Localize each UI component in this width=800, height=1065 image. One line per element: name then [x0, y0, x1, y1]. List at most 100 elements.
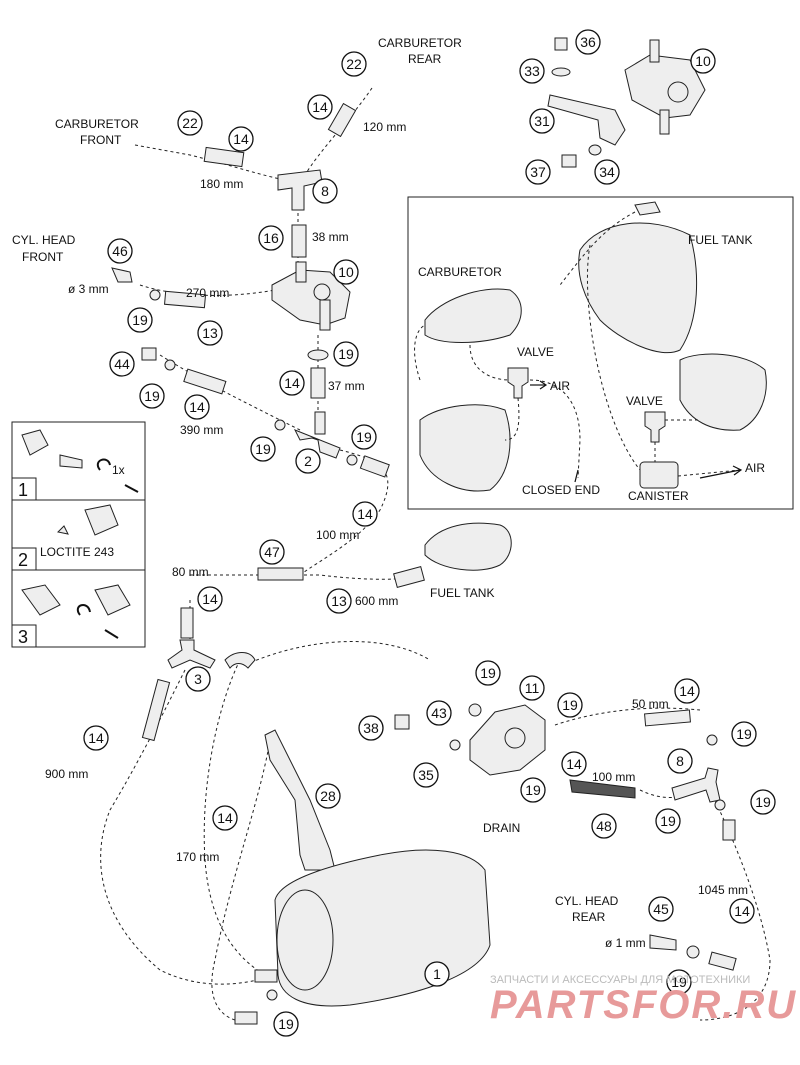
svg-text:38: 38: [363, 720, 379, 736]
valve-port: [504, 727, 526, 749]
loctite-label: LOCTITE 243: [40, 545, 114, 559]
watermark-tagline: ЗАПЧАСТИ И АКСЕССУАРЫ ДЛЯ МОТОТЕХНИКИ: [490, 974, 750, 986]
callout: 14: [729, 898, 755, 924]
callout: 13: [326, 588, 352, 614]
callout: 3: [185, 666, 211, 692]
bolt-icon: [554, 37, 568, 51]
callout: 35: [413, 762, 439, 788]
svg-text:14: 14: [566, 756, 582, 772]
washer-icon: [449, 739, 461, 751]
clamp-icon: [164, 359, 176, 371]
clamp-icon: [149, 289, 161, 301]
length-label: 120 mm: [363, 120, 406, 134]
clamp-icon: [468, 703, 482, 717]
loctite-drop-icon: [56, 525, 69, 535]
callout: 11: [519, 675, 545, 701]
callout: 44: [109, 351, 135, 377]
callout: 14: [352, 501, 378, 527]
callout: 22: [177, 110, 203, 136]
callouts: 22 14 22 14 8 16 46 10 19 13 19 44 14 19…: [83, 29, 776, 1037]
plug-icon: [141, 347, 157, 361]
callout: 31: [529, 108, 555, 134]
svg-text:28: 28: [320, 788, 336, 804]
callout: 33: [519, 58, 545, 84]
hose-segment: [327, 102, 357, 138]
svg-text:19: 19: [144, 388, 160, 404]
housing-icon: [94, 584, 131, 616]
arrow-icon: [124, 484, 139, 493]
svg-text:14: 14: [734, 903, 750, 919]
fuel-tank-icon: [424, 522, 512, 571]
callout: 46: [107, 238, 133, 264]
tank-cap-icon: [634, 201, 661, 216]
svg-text:19: 19: [338, 346, 354, 362]
clamp-icon: [714, 799, 726, 811]
callout: 19: [333, 341, 359, 367]
hose-segment: [180, 607, 194, 639]
cyl-head-front-label-line2: FRONT: [22, 250, 64, 264]
clamp-icon: [706, 734, 718, 746]
arrow-head-icon: [732, 465, 743, 476]
arrow-icon: [699, 469, 741, 479]
svg-text:22: 22: [182, 115, 198, 131]
callout: 19: [475, 660, 501, 686]
carburetor-front-label-line2: FRONT: [80, 133, 122, 147]
callout: 14: [307, 94, 333, 120]
rotate-icon: [96, 458, 111, 471]
length-label: 38 mm: [312, 230, 349, 244]
clamp-icon: [307, 349, 329, 361]
length-label: 390 mm: [180, 423, 223, 437]
callout: 45: [648, 896, 674, 922]
callout: 19: [655, 808, 681, 834]
arrow-icon: [574, 469, 579, 483]
svg-text:19: 19: [671, 974, 687, 990]
fuel-tank-label: FUEL TANK: [430, 586, 494, 600]
svg-text:46: 46: [112, 243, 128, 259]
callout: 19: [127, 307, 153, 333]
svg-text:47: 47: [264, 544, 280, 560]
callout: 14: [674, 678, 700, 704]
valve-port: [313, 283, 331, 301]
valve-stem: [649, 39, 660, 63]
svg-text:1: 1: [433, 966, 441, 982]
svg-text:14: 14: [679, 683, 695, 699]
callout: 8: [312, 178, 338, 204]
valve-stem: [319, 299, 331, 331]
length-label: 100 mm: [592, 770, 635, 784]
housing-icon: [84, 504, 119, 536]
air-label: AIR: [745, 461, 765, 475]
protective-spring-icon: [569, 779, 636, 799]
length-label: 600 mm: [355, 594, 398, 608]
svg-text:14: 14: [357, 506, 373, 522]
hose-segment: [234, 1011, 258, 1025]
hose-segment: [310, 367, 326, 399]
length-label: 170 mm: [176, 850, 219, 864]
svg-text:33: 33: [524, 63, 540, 79]
callout: 14: [228, 126, 254, 152]
callout: 13: [197, 320, 223, 346]
callout: 28: [315, 783, 341, 809]
svg-text:37: 37: [530, 164, 546, 180]
svg-text:11: 11: [525, 680, 540, 696]
step-number: 1: [18, 480, 28, 500]
closed-end-label: CLOSED END: [522, 483, 600, 497]
svg-text:19: 19: [755, 794, 771, 810]
length-label: 180 mm: [200, 177, 243, 191]
callout: 19: [520, 777, 546, 803]
svg-text:19: 19: [132, 312, 148, 328]
diameter-label: ø 3 mm: [68, 282, 109, 296]
connector-icon: [257, 567, 304, 581]
callout: 1: [424, 961, 450, 987]
clamp-icon: [686, 945, 700, 959]
y-fitting-icon: [167, 639, 216, 669]
callout: 14: [561, 751, 587, 777]
svg-text:31: 31: [534, 113, 550, 129]
drain-label: DRAIN: [483, 821, 520, 835]
callout: 47: [259, 539, 285, 565]
hose-segment: [708, 951, 737, 971]
svg-text:43: 43: [431, 705, 447, 721]
callout: 36: [575, 29, 601, 55]
arrow-head-icon: [539, 380, 548, 390]
rotate-icon: [76, 604, 91, 616]
svg-text:14: 14: [284, 375, 300, 391]
